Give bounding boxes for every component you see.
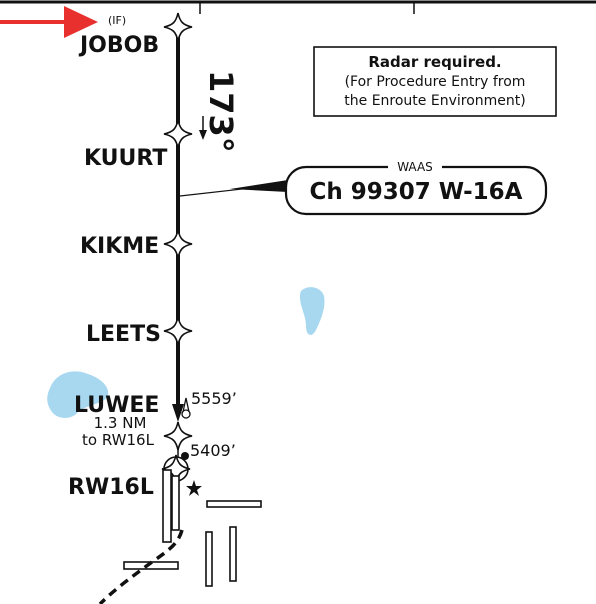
threshold-dot: [181, 452, 189, 460]
obstacle-icon-base: [181, 409, 191, 419]
waas-leader-wedge: [230, 180, 288, 192]
fix-kuurt-icon: [163, 119, 193, 149]
radar-note-line1: (For Procedure Entry from: [345, 74, 526, 90]
fix-leets-label: LEETS: [86, 322, 161, 347]
airport-beacon-icon: [186, 480, 202, 496]
radar-note-title: Radar required.: [368, 53, 501, 71]
threshold-elevation: 5409’: [190, 441, 236, 460]
runway-16r: [171, 475, 180, 531]
obstacle-icon: [182, 397, 190, 413]
fix-leets-icon: [163, 316, 193, 346]
runway-parallel-a: [205, 531, 213, 587]
fix-rw16l-label: RW16L: [68, 475, 154, 500]
waas-channel-text: Ch 99307 W-16A: [310, 179, 523, 205]
missed-approach-track: [98, 529, 184, 604]
fix-jobob-icon: [163, 12, 193, 42]
fix-luwee-label: LUWEE: [74, 393, 159, 418]
fix-kikme-label: KIKME: [80, 234, 159, 259]
lake-east: [300, 287, 325, 335]
fix-luwee-icon: [163, 421, 193, 451]
fix-kikme-icon: [163, 229, 193, 259]
fix-kuurt-label: KUURT: [84, 146, 167, 171]
course-direction-arrowhead: [199, 130, 207, 140]
fix-jobob-role: (IF): [108, 14, 126, 27]
fix-luwee-distance: 1.3 NM: [94, 414, 147, 432]
radar-note-line2: the Enroute Environment): [344, 93, 525, 109]
course-arrowhead: [172, 404, 184, 422]
waas-label-backing: [388, 160, 442, 174]
runway-16l: [162, 469, 172, 543]
waas-label: WAAS: [397, 160, 433, 174]
course-label: 173°: [202, 70, 240, 153]
annotation-arrow-head: [64, 6, 98, 38]
obstacle-elevation: 5559’: [191, 389, 237, 408]
runway-parallel-b: [229, 526, 237, 582]
runway-east: [206, 500, 262, 508]
fix-luwee-distance-target: to RW16L: [82, 431, 155, 449]
lake-west: [47, 371, 109, 418]
radar-note-box: [313, 46, 557, 117]
fix-jobob-label: JOBOB: [78, 33, 159, 58]
